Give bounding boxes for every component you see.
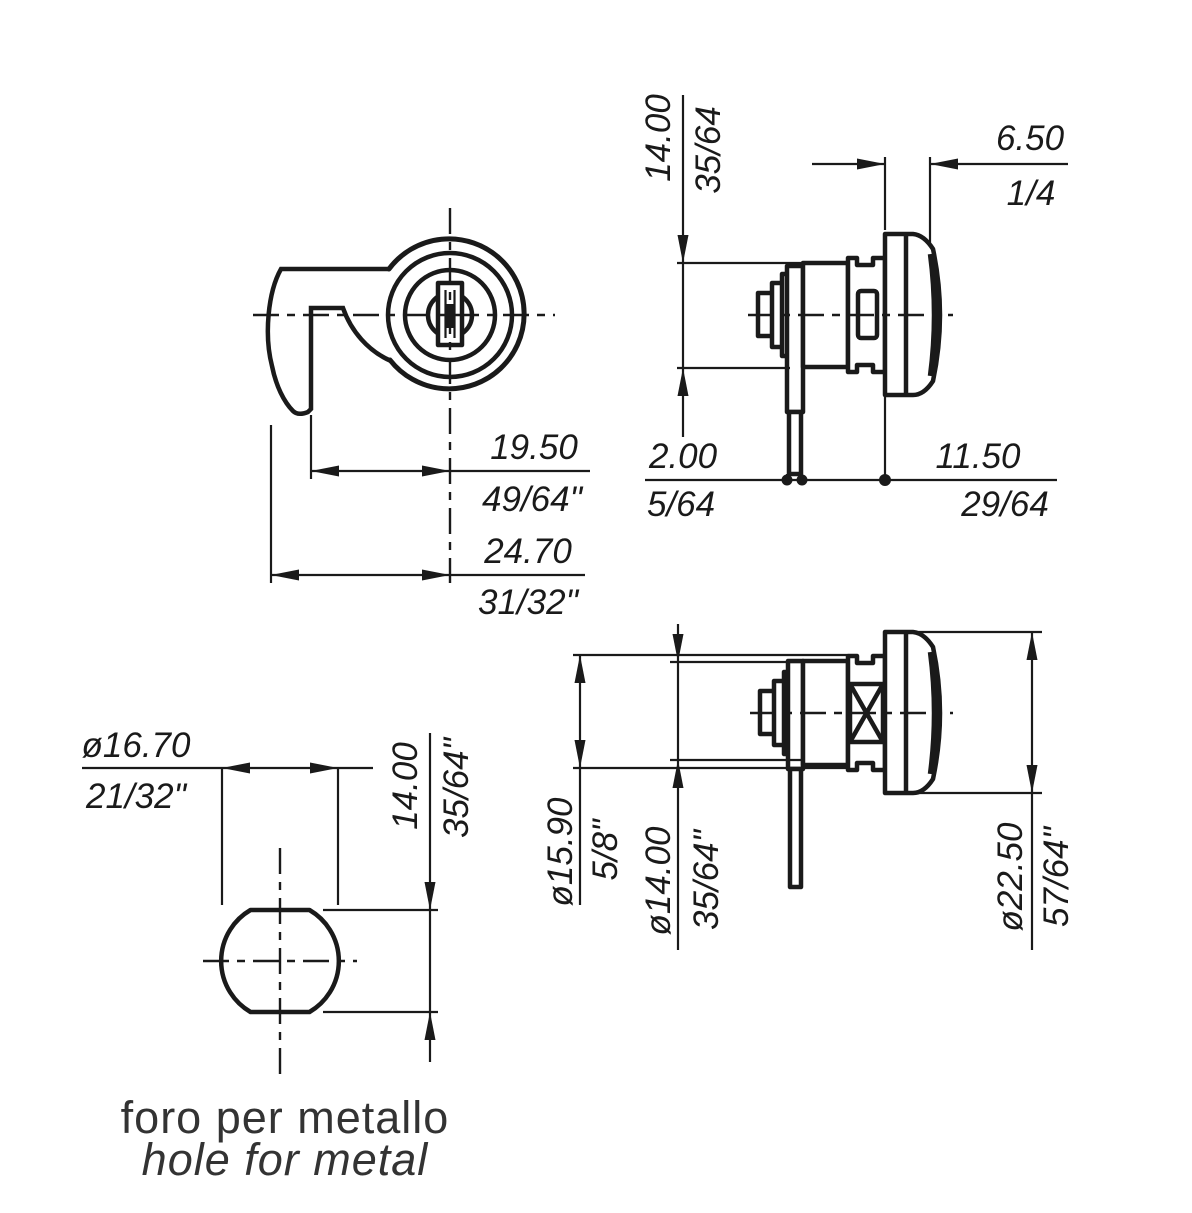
dim-hole-flats-inch: 35/64" — [437, 736, 476, 838]
dim-body-diameter-mm: ø15.90 — [541, 797, 580, 906]
arrow-up-icon — [424, 1012, 436, 1040]
arrow-down-icon — [672, 634, 684, 662]
arrow-down-icon — [677, 235, 689, 263]
cam-lever-hook-outline — [265, 266, 392, 416]
dim-head-diameter-inch: 57/64" — [1037, 825, 1076, 927]
dim-head-depth-mm: 6.50 — [996, 119, 1065, 158]
datum-dot — [879, 474, 891, 486]
dim-hole-flats-mm: 14.00 — [386, 742, 425, 830]
mounting-hole-view: ø16.70 21/32" 14.00 35/64" foro per meta… — [82, 726, 476, 1185]
arrow-up-icon — [574, 655, 586, 683]
arrow-left-icon — [271, 569, 299, 581]
dim-head-depth-inch: 1/4 — [1007, 174, 1056, 213]
arrow-left-icon — [222, 762, 250, 774]
dim-hole-diameter-mm: ø16.70 — [82, 726, 191, 765]
dim-cam-thickness-inch: 5/64 — [647, 485, 715, 524]
side-view-top: 14.00 35/64 6.50 1/4 2.00 5/64 11.50 29/… — [639, 94, 1068, 524]
side-view-rotated: ø15.90 5/8" ø14.00 35/64" ø22.50 57/64" — [541, 624, 1076, 950]
dim-cam-total-inch: 31/32" — [478, 583, 580, 622]
datum-dot — [781, 474, 793, 486]
arrow-down-icon — [424, 882, 436, 910]
datum-dot — [796, 474, 808, 486]
dim-mount-height-mm: 14.00 — [639, 94, 678, 182]
arrow-right-icon — [857, 158, 885, 170]
dim-hole-diameter-inch: 21/32" — [85, 777, 188, 816]
dim-cam-total-mm: 24.70 — [483, 532, 572, 571]
arrow-left-icon — [930, 158, 958, 170]
dim-body-flats-mm: ø14.00 — [639, 826, 678, 935]
arrow-left-icon — [311, 465, 339, 477]
cam-plate-edge — [784, 263, 806, 415]
arrow-right-icon — [422, 569, 450, 581]
arrow-up-icon — [672, 760, 684, 788]
caption-italian: foro per metallo — [121, 1092, 450, 1143]
arrow-down-icon — [1026, 765, 1038, 793]
dim-head-diameter-mm: ø22.50 — [991, 822, 1030, 931]
cam-plate-down — [787, 766, 804, 890]
arrow-right-icon — [310, 762, 338, 774]
arrow-down-icon — [574, 740, 586, 768]
dim-mount-height-inch: 35/64 — [689, 106, 728, 194]
dim-body-diameter-inch: 5/8" — [586, 818, 625, 881]
dim-grip-length-inch: 29/64 — [960, 485, 1049, 524]
caption-english: hole for metal — [142, 1134, 430, 1185]
lock-face-outer-arc — [386, 236, 527, 392]
front-view: 19.50 49/64" 24.70 31/32" — [253, 208, 590, 622]
dim-cam-reach-mm: 19.50 — [490, 428, 578, 467]
dim-grip-length-mm: 11.50 — [936, 437, 1022, 476]
arrow-up-icon — [1026, 632, 1038, 660]
arrow-right-icon — [422, 465, 450, 477]
arrow-up-icon — [677, 368, 689, 396]
cam-plate-tip — [786, 409, 804, 477]
dim-body-flats-inch: 35/64" — [687, 828, 726, 930]
dim-cam-reach-inch: 49/64" — [482, 480, 584, 519]
dim-cam-thickness-mm: 2.00 — [648, 437, 718, 476]
